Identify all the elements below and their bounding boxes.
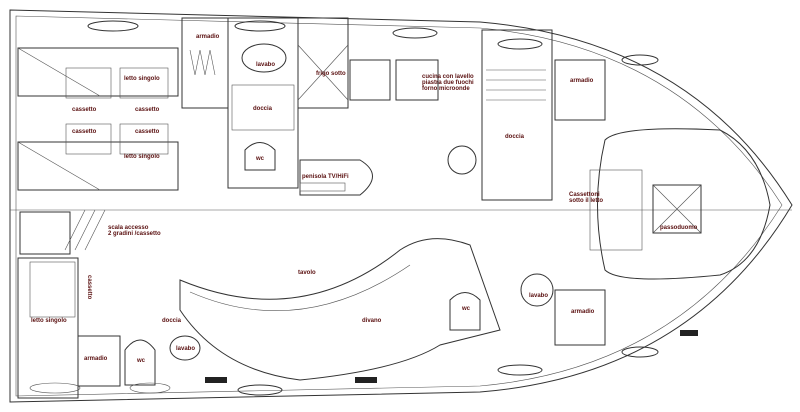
label-cassettoni: sotto il letto [569, 198, 603, 204]
portlights [87, 20, 698, 396]
label-armadio: armadio [84, 356, 108, 362]
label-wc: wc [255, 156, 265, 162]
label-doccia: doccia [162, 318, 182, 324]
hull-inner [15, 15, 783, 397]
label-scala: scala accesso [108, 225, 149, 231]
label-cassetto: cassetto [135, 107, 160, 113]
label-cucina: forno microonde [422, 86, 470, 92]
label-cucina: piastra due fuochi [422, 80, 474, 86]
label-tavolo: tavolo [298, 270, 316, 276]
label-armadio: armadio [571, 309, 595, 315]
label-cassetto: cassetto [72, 107, 97, 113]
galley [297, 17, 553, 201]
label-lavabo: lavabo [176, 346, 195, 352]
aft-cabin-top [17, 17, 229, 191]
label-cassetto: cassetto [135, 129, 160, 135]
aft-cabin-bottom [17, 209, 201, 399]
label-scala: 2 gradini /cassetto [108, 231, 161, 237]
label-lavabo: lavabo [529, 293, 548, 299]
label-lavabo: lavabo [256, 62, 275, 68]
label-doccia: doccia [505, 134, 525, 140]
label-penisola: penisola TV/HiFi [302, 174, 349, 180]
label-frigo: frigo sotto [316, 71, 346, 77]
label-cassettoni: Cassettoni [569, 192, 600, 198]
label-passoduomo: passoduomo [660, 225, 698, 231]
label-armadio: armadio [570, 78, 594, 84]
label-armadio: armadio [196, 34, 220, 40]
label-letto: letto singolo [31, 318, 67, 324]
label-wc: wc [136, 358, 146, 364]
label-doccia: doccia [253, 106, 273, 112]
label-cucina: cucina con lavello [422, 74, 474, 80]
hull-outline [9, 9, 793, 403]
label-letto: letto singolo [124, 154, 160, 160]
label-letto: letto singolo [124, 76, 160, 82]
head-top [227, 17, 299, 189]
forward-cabin [554, 59, 771, 346]
label-cassetto: cassetto [86, 275, 92, 300]
label-divano: divano [362, 318, 382, 324]
saloon [179, 238, 554, 381]
label-wc: wc [461, 306, 471, 312]
label-cassetto: cassetto [72, 129, 97, 135]
